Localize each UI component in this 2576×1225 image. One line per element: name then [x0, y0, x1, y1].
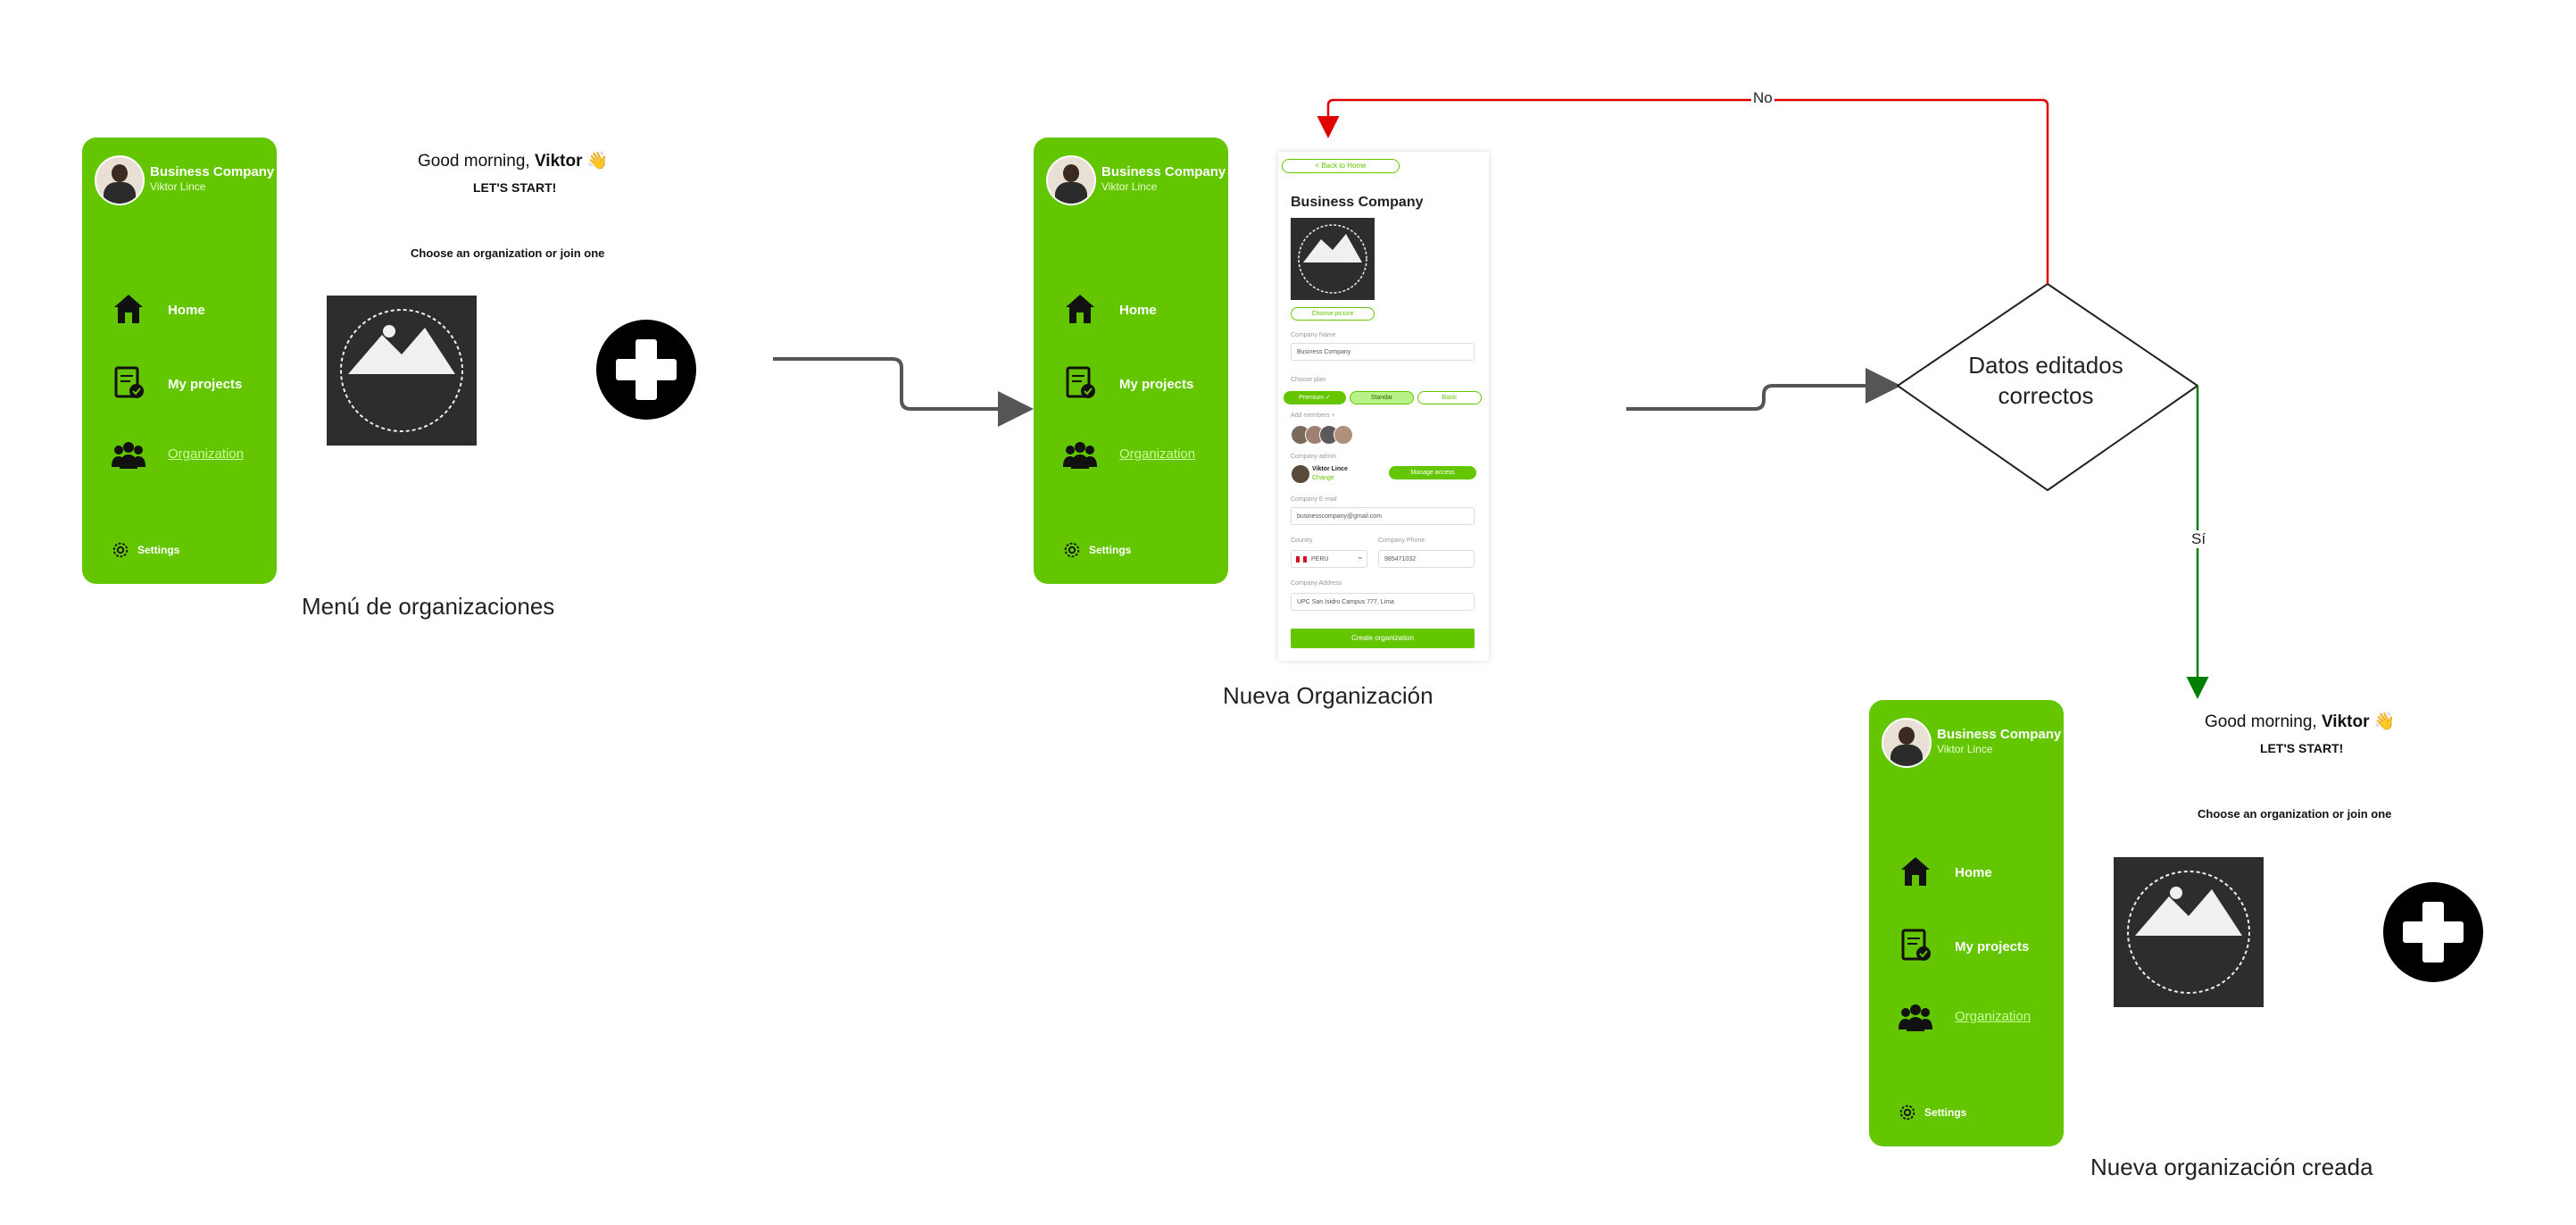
- settings-link[interactable]: Settings: [137, 544, 180, 556]
- settings-link[interactable]: Settings: [1924, 1106, 1967, 1119]
- greeting: Good morning, Viktor 👋: [418, 152, 609, 171]
- chevron-down-icon: ⌄: [1357, 552, 1364, 561]
- phone-input[interactable]: 985471032: [1378, 550, 1475, 568]
- avatar: [1046, 155, 1096, 205]
- organization-icon[interactable]: [111, 437, 146, 472]
- plan-premium[interactable]: Premium ✓: [1284, 391, 1346, 404]
- sidebar-user: Viktor Lince: [150, 180, 206, 193]
- org-picture: [1291, 218, 1375, 300]
- sidebar-item-organization[interactable]: Organization: [1119, 446, 1196, 462]
- gear-icon[interactable]: [1062, 540, 1082, 560]
- members-label[interactable]: Add members +: [1291, 412, 1335, 419]
- peru-flag-icon: [1296, 556, 1307, 562]
- company-name-input[interactable]: Business Company: [1291, 343, 1475, 361]
- sidebar-created: Business Company Viktor Lince Home My pr…: [1869, 700, 2064, 1146]
- plan-standar[interactable]: Standar: [1350, 391, 1414, 404]
- caption-created: Nueva organización creada: [2090, 1154, 2373, 1180]
- sidebar-item-projects[interactable]: My projects: [1955, 939, 2030, 954]
- add-organization-button[interactable]: [2383, 882, 2483, 982]
- plus-icon: [616, 339, 677, 400]
- projects-icon[interactable]: [1898, 928, 1933, 963]
- company-name-label: Company Name: [1291, 332, 1336, 338]
- lets-start-label: LET'S START!: [2260, 741, 2344, 755]
- sidebar-user: Viktor Lince: [1937, 743, 1993, 755]
- gear-icon[interactable]: [111, 540, 130, 560]
- settings-link[interactable]: Settings: [1089, 544, 1132, 556]
- phone-label: Company Phone: [1378, 538, 1425, 544]
- decision-line2: correctos: [1998, 382, 2094, 409]
- create-organization-button[interactable]: Create organization: [1291, 629, 1475, 648]
- sidebar-item-projects[interactable]: My projects: [1119, 377, 1194, 392]
- edge-no: [1317, 98, 2049, 284]
- choose-org-prompt: Choose an organization or join one: [411, 246, 605, 260]
- address-label: Company Address: [1291, 580, 1342, 587]
- sidebar-company: Business Company: [1101, 164, 1226, 179]
- organization-logo-card[interactable]: [2114, 857, 2264, 1007]
- email-input[interactable]: businesscompany@gmail.com: [1291, 507, 1475, 525]
- home-icon[interactable]: [1898, 854, 1933, 889]
- decision-diamond: [1897, 283, 2198, 491]
- caption-new-org: Nueva Organización: [1223, 682, 1433, 709]
- address-input[interactable]: UPC San Isidro Campus 777, Lima: [1291, 593, 1475, 611]
- choose-picture-button[interactable]: Choose picture: [1291, 307, 1375, 321]
- club-logo-icon: [2127, 871, 2250, 994]
- sidebar-item-home[interactable]: Home: [1955, 865, 1992, 880]
- avatar: [95, 155, 145, 205]
- projects-icon[interactable]: [111, 365, 146, 401]
- sidebar-item-organization[interactable]: Organization: [1955, 1009, 2032, 1024]
- organization-icon[interactable]: [1898, 999, 1933, 1035]
- home-icon[interactable]: [111, 291, 146, 327]
- admin-name: Viktor Lince: [1312, 466, 1348, 472]
- edge-yes-label: Sí: [2190, 530, 2208, 548]
- choose-org-prompt: Choose an organization or join one: [2198, 807, 2392, 821]
- gear-icon[interactable]: [1898, 1103, 1917, 1122]
- decision-line1: Datos editados: [1968, 352, 2123, 379]
- sidebar-item-home[interactable]: Home: [168, 303, 205, 318]
- plan-label: Choose plan: [1291, 377, 1326, 383]
- email-label: Company E-mail: [1291, 496, 1337, 503]
- plus-icon: [2403, 902, 2464, 962]
- avatar: [1882, 718, 1932, 768]
- projects-icon[interactable]: [1062, 365, 1098, 401]
- country-select[interactable]: PERU: [1291, 550, 1367, 568]
- home-icon[interactable]: [1062, 291, 1098, 327]
- country-value: PERU: [1311, 556, 1329, 562]
- sidebar-item-projects[interactable]: My projects: [168, 377, 243, 392]
- sidebar-company: Business Company: [1937, 727, 2062, 742]
- sidebar-user: Viktor Lince: [1101, 180, 1158, 193]
- admin-avatar: [1291, 464, 1310, 484]
- edge-menu-to-new-org: [773, 357, 1034, 427]
- back-to-home-button[interactable]: < Back to Home: [1282, 159, 1400, 173]
- edge-new-org-to-decision: [1626, 368, 1901, 411]
- club-logo-icon: [1298, 224, 1367, 294]
- sidebar-new-org: Business Company Viktor Lince Home My pr…: [1034, 138, 1228, 584]
- admin-change-link[interactable]: Change: [1312, 475, 1334, 481]
- add-organization-button[interactable]: [596, 320, 696, 420]
- manage-access-button[interactable]: Manage access: [1389, 466, 1476, 479]
- club-logo-icon: [340, 309, 463, 432]
- plan-basic[interactable]: Basic: [1417, 391, 1482, 404]
- lets-start-label: LET'S START!: [473, 180, 557, 195]
- admin-label: Company admin: [1291, 454, 1336, 460]
- caption-menu: Menú de organizaciones: [302, 593, 555, 620]
- new-organization-form: < Back to Home Business Company Choose p…: [1278, 152, 1489, 661]
- greeting: Good morning, Viktor 👋: [2205, 712, 2396, 731]
- decision-text: Datos editados correctos: [1930, 350, 2162, 411]
- country-label: Country: [1291, 538, 1313, 544]
- sidebar-company: Business Company: [150, 164, 275, 179]
- form-title: Business Company: [1291, 195, 1424, 210]
- organization-logo-card[interactable]: [327, 296, 477, 446]
- sidebar-item-home[interactable]: Home: [1119, 303, 1157, 318]
- sidebar-item-organization[interactable]: Organization: [168, 446, 245, 462]
- organization-icon[interactable]: [1062, 437, 1098, 472]
- edge-no-label: No: [1751, 89, 1774, 107]
- member-avatar: [1334, 425, 1353, 445]
- sidebar: Business Company Viktor Lince Home My pr…: [82, 138, 277, 584]
